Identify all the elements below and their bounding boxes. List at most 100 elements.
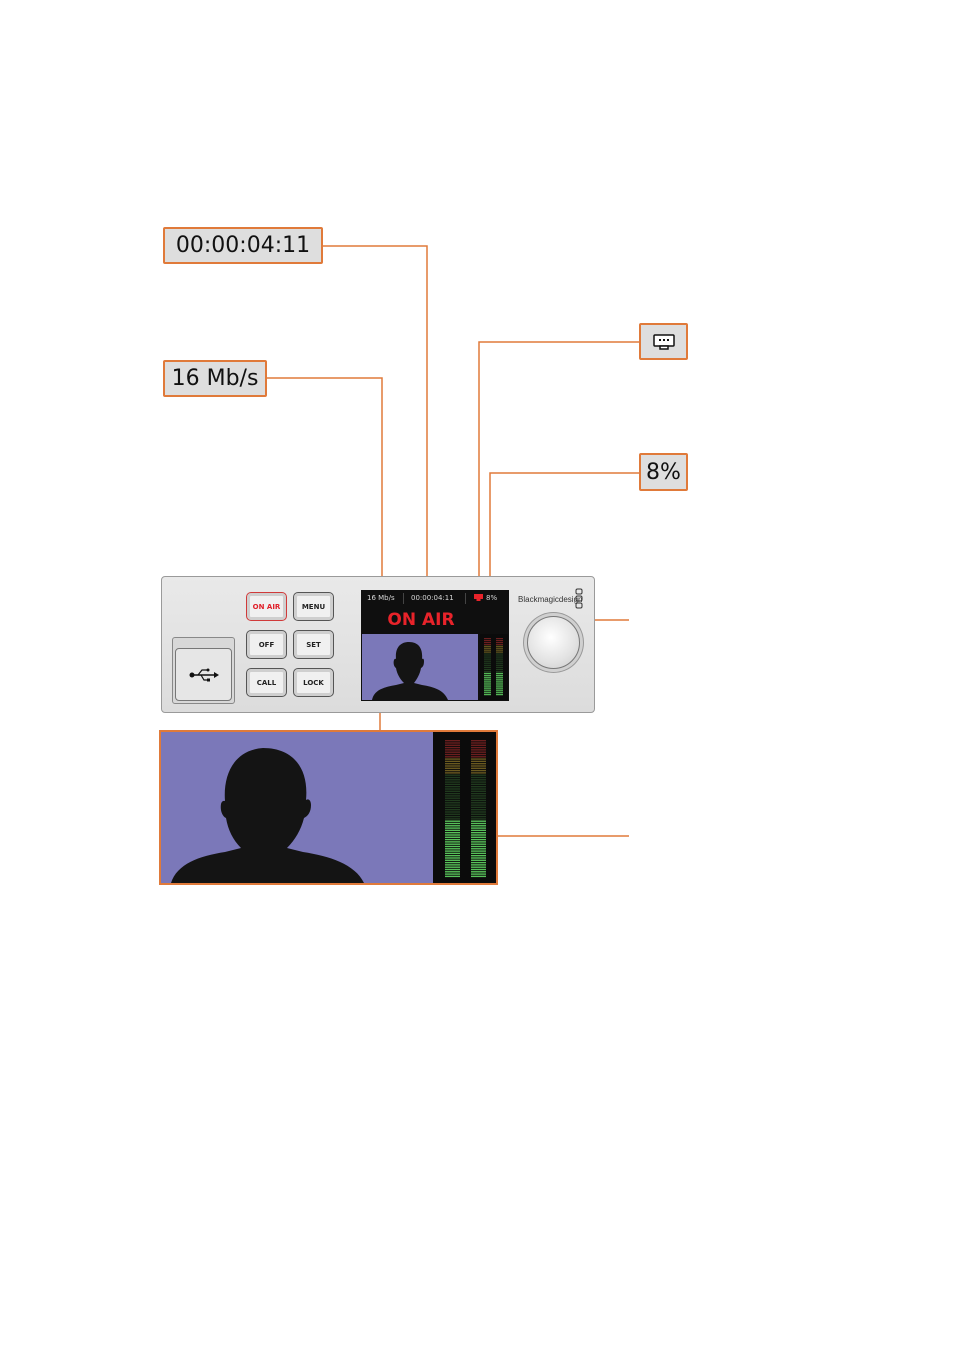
meter-segment xyxy=(471,815,486,818)
meter-segment xyxy=(471,769,486,772)
meter-segment xyxy=(484,682,491,684)
meter-segment xyxy=(445,834,460,836)
meter-segment xyxy=(484,670,491,673)
meter-segment xyxy=(496,643,503,645)
network-callout xyxy=(639,323,688,360)
meter-segment xyxy=(471,795,486,797)
meter-segment xyxy=(484,647,491,649)
menu-button[interactable]: MENU xyxy=(293,592,334,621)
meter-segment xyxy=(471,820,486,822)
meter-segment xyxy=(484,663,491,665)
meter-segment xyxy=(445,758,460,760)
meter-segment xyxy=(445,855,460,857)
meter-segment xyxy=(471,751,486,753)
meter-segment xyxy=(496,641,503,644)
meter-segment xyxy=(471,740,486,742)
meter-segment xyxy=(496,680,503,682)
meter-segment xyxy=(496,670,503,673)
call-button[interactable]: CALL xyxy=(246,668,287,697)
meter-segment xyxy=(445,866,460,868)
meter-segment xyxy=(484,667,491,669)
meter-segment xyxy=(496,661,503,663)
meter-segment xyxy=(471,845,486,848)
meter-segment xyxy=(471,786,486,788)
meter-segment xyxy=(471,852,486,855)
meter-segment xyxy=(445,857,460,859)
meter-segment xyxy=(471,772,486,774)
timecode-callout: 00:00:04:11 xyxy=(163,227,323,264)
meter-segment xyxy=(471,783,486,786)
on-air-button[interactable]: ON AIR xyxy=(246,592,287,621)
meter-segment xyxy=(445,806,460,809)
meter-segment xyxy=(484,661,491,663)
meter-segment xyxy=(445,799,460,802)
meter-segment xyxy=(471,788,486,790)
control-knob[interactable] xyxy=(527,616,580,669)
meter-segment xyxy=(484,659,491,661)
meter-segment xyxy=(445,827,460,829)
meter-segment xyxy=(445,767,460,769)
meter-segment xyxy=(445,790,460,792)
meter-segment xyxy=(445,852,460,855)
meter-segment xyxy=(445,763,460,765)
meter-segment xyxy=(471,857,486,859)
meter-segment xyxy=(445,864,460,866)
meter-segment xyxy=(471,802,486,804)
meter-segment xyxy=(471,822,486,825)
meter-segment xyxy=(445,792,460,795)
meter-segment xyxy=(484,678,491,680)
meter-segment xyxy=(445,740,460,742)
meter-segment xyxy=(445,832,460,834)
set-button[interactable]: SET xyxy=(293,630,334,659)
meter-segment xyxy=(471,749,486,751)
meter-segment xyxy=(496,672,503,674)
meter-segment xyxy=(471,813,486,815)
usb-port[interactable] xyxy=(175,648,232,701)
meter-segment xyxy=(445,825,460,827)
lcd-audio-meters xyxy=(480,634,508,700)
meter-segment xyxy=(471,829,486,832)
meter-segment xyxy=(471,850,486,852)
meter-segment xyxy=(445,845,460,848)
usb-icon xyxy=(189,668,219,681)
meter-segment xyxy=(471,746,486,749)
meter-segment xyxy=(445,744,460,746)
timecode-leader xyxy=(323,245,428,581)
lcd-network-icon xyxy=(474,594,483,601)
meter-segment xyxy=(471,804,486,806)
meter-segment xyxy=(496,688,503,690)
bitrate-callout: 16 Mb/s xyxy=(163,360,267,397)
meter-segment xyxy=(445,786,460,788)
meter-segment xyxy=(496,639,503,642)
meter-segment xyxy=(471,763,486,765)
lcd-timecode: 00:00:04:11 xyxy=(411,594,454,602)
meter-segment xyxy=(471,855,486,857)
meter-segment xyxy=(471,832,486,834)
meter-segment xyxy=(471,742,486,744)
meter-segment xyxy=(496,694,503,696)
meter-segment xyxy=(445,802,460,804)
meter-segment xyxy=(445,841,460,843)
meter-segment xyxy=(471,875,486,878)
meter-segment xyxy=(471,818,486,820)
enlarged-audio-meters xyxy=(433,732,496,883)
meter-segment xyxy=(484,668,491,671)
meter-segment xyxy=(496,655,503,657)
meter-segment xyxy=(471,848,486,850)
meter-segment xyxy=(484,655,491,657)
meter-segment xyxy=(445,829,460,832)
meter-segment xyxy=(496,676,503,678)
ethernet-port-icon xyxy=(652,333,675,350)
lock-button[interactable]: LOCK xyxy=(293,668,334,697)
meter-segment xyxy=(496,651,503,653)
meter-segment xyxy=(445,797,460,799)
meter-segment xyxy=(496,659,503,661)
meter-segment xyxy=(496,692,503,694)
meter-segment xyxy=(471,790,486,792)
meter-segment xyxy=(484,674,491,676)
meter-segment xyxy=(471,871,486,873)
off-button[interactable]: OFF xyxy=(246,630,287,659)
meter-segment xyxy=(445,861,460,864)
meter-segment xyxy=(496,674,503,676)
meter-segment xyxy=(484,680,491,682)
